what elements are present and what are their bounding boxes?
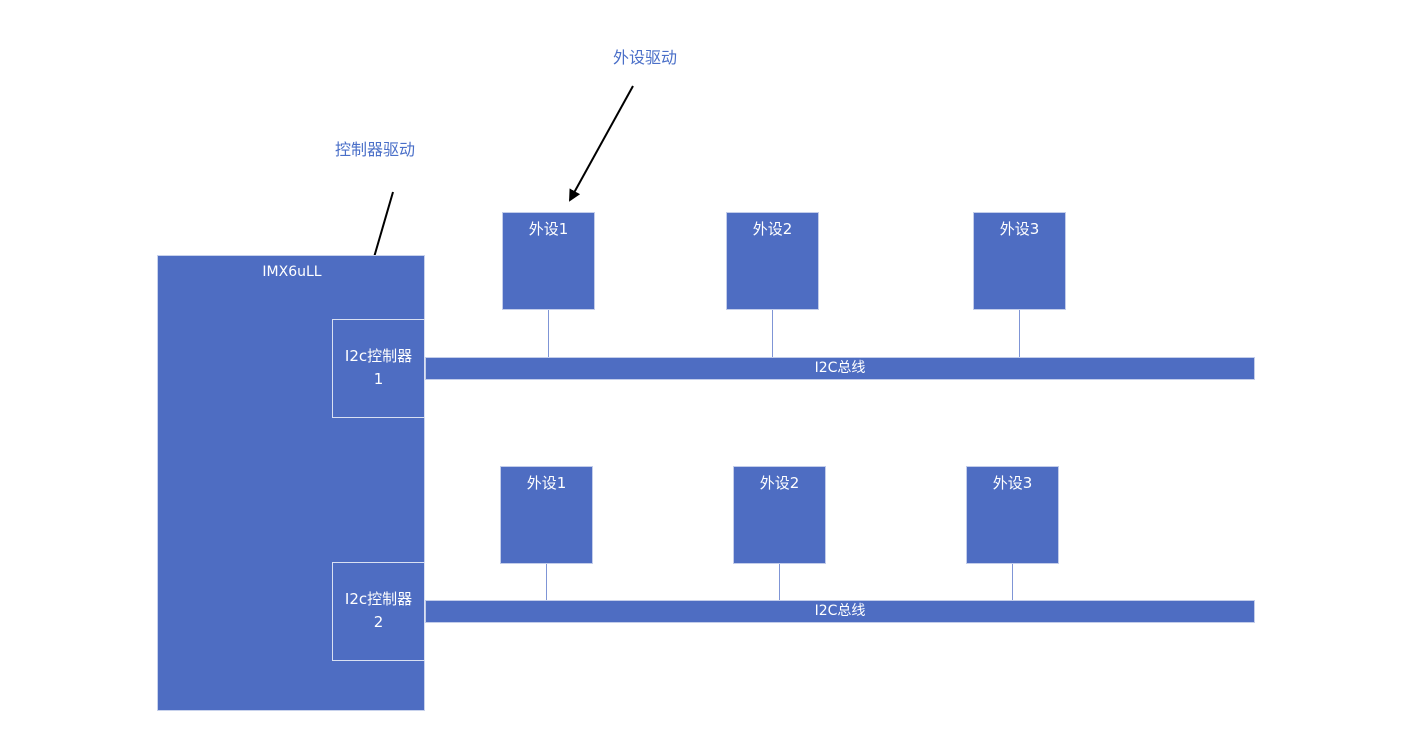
- i2c-bus-2: I2C总线: [425, 600, 1255, 623]
- i2c-controller-2: I2c控制器 2: [332, 562, 425, 661]
- bus2-connector-3: [1012, 564, 1013, 600]
- soc-title: IMX6uLL: [262, 264, 322, 280]
- controller-number: 2: [373, 613, 384, 631]
- bus1-device-1: 外设1: [502, 212, 595, 310]
- bus2-device-1: 外设1: [500, 466, 593, 564]
- controller-label: I2c控制器: [344, 347, 413, 365]
- bus2-device-3: 外设3: [966, 466, 1059, 564]
- bus2-connector-2: [779, 564, 780, 600]
- bus1-connector-1: [548, 310, 549, 357]
- controller-number: 1: [373, 370, 384, 388]
- bus2-device-2: 外设2: [733, 466, 826, 564]
- peripheral-driver-annotation: 外设驱动: [613, 48, 678, 67]
- controller-driver-annotation: 控制器驱动: [335, 140, 416, 159]
- bus1-connector-3: [1019, 310, 1020, 357]
- controller-label: I2c控制器: [344, 590, 413, 608]
- bus2-connector-1: [546, 564, 547, 600]
- bus1-connector-2: [772, 310, 773, 357]
- peripheral-driver-arrow: [569, 85, 634, 202]
- i2c-bus-1: I2C总线: [425, 357, 1255, 380]
- bus1-device-2: 外设2: [726, 212, 819, 310]
- bus1-device-3: 外设3: [973, 212, 1066, 310]
- i2c-controller-1: I2c控制器 1: [332, 319, 425, 418]
